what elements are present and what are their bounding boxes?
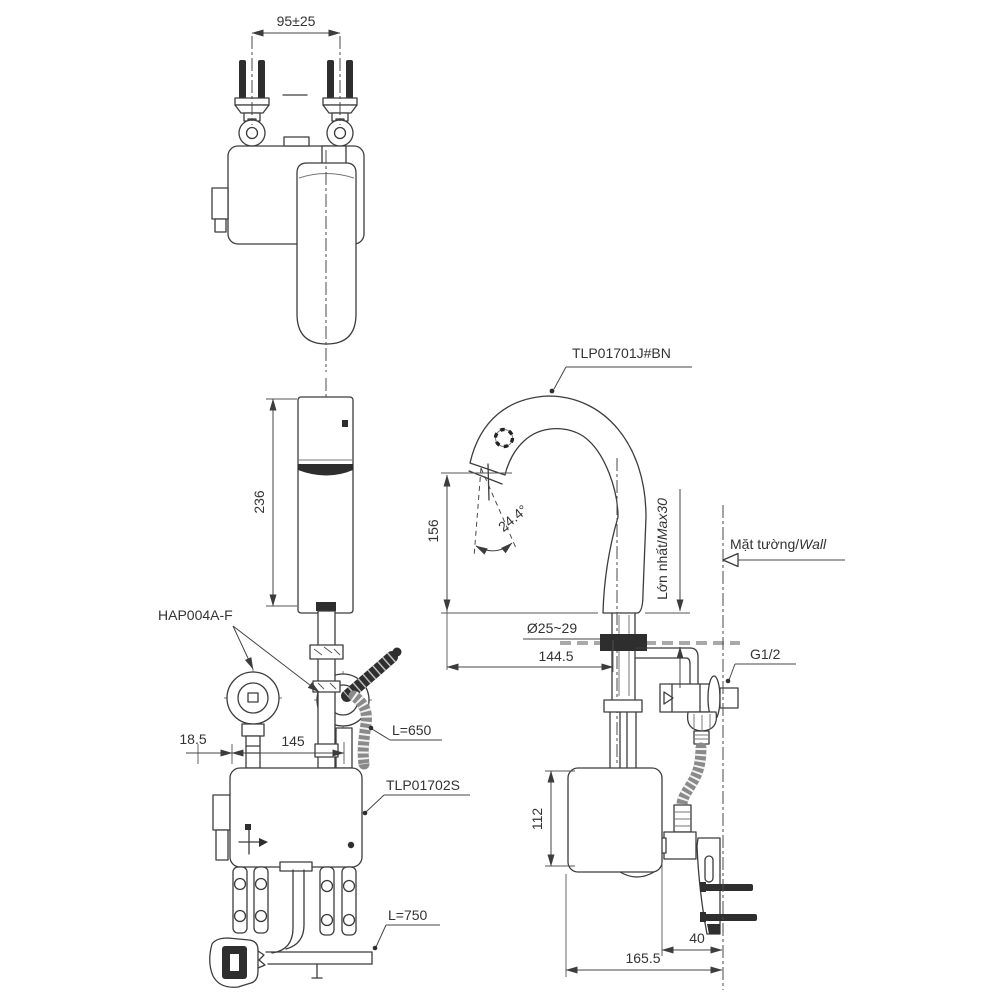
dim-deck-max-text: Lớn nhất/Max30 [654,498,670,600]
hose-tube [319,866,335,936]
dim-bolt-pitch-text: 95±25 [277,13,316,29]
dimension-bolt-pitch: 95±25 [251,13,341,125]
label-thread-size-text: G1/2 [750,646,781,662]
dimension-wall-distance: 165.5 [565,874,723,977]
label-wall-en: Wall [799,536,827,552]
base-gasket [316,602,336,611]
top-view: 95±25 [211,13,365,372]
dim-body-height-text: 236 [251,490,267,514]
g-half-nipple [719,687,739,709]
dimension-body-height: 236 [251,398,297,607]
mounting-bolt-left [234,60,270,147]
anchor-bolt [705,884,753,891]
dim-deck-max-vi: Lớn nhất/ [654,540,670,600]
label-thread-size: G1/2 [725,646,796,684]
label-hose-length: L=650 [368,722,442,741]
supply-pipe [635,647,699,685]
side-view: TLP01701J#BN 156 24.4° Ø25~29 [425,345,845,990]
sensor-window-band [298,464,353,476]
label-wall-vi: Mặt tường/ [730,536,799,552]
wall-stop-valve [659,675,739,745]
anchor-bolt [705,914,757,921]
dim-left-offset-text: 18.5 [179,731,206,747]
dimension-bracket-offset: 40 [661,862,723,956]
label-faucet-model-text: TLP01701J#BN [572,345,671,361]
supply-hoses [232,866,357,936]
hose-tube [232,866,248,934]
dimension-spout-angle: 24.4° [473,463,531,558]
front-view: 236 [158,378,470,988]
dimension-spout-reach: 144.5 [446,640,614,672]
label-hose-length-text: L=650 [392,722,432,738]
dim-hole-diameter-text: Ø25~29 [527,620,577,636]
controller-box-side [567,767,663,878]
label-controller-model-text: TLP01702S [386,777,460,793]
hose-tube [253,866,269,934]
spout-body-top-outline [296,162,357,345]
flexible-hose [341,647,402,770]
label-supply-parts-text: HAP004A-F [158,607,233,623]
water-direction-mark [238,824,268,855]
dim-wall-distance-text: 165.5 [625,950,660,966]
controller-box-side-bracket-step [214,218,227,233]
dimension-spout-height: 156 [425,472,598,670]
controller-box-front [212,767,363,872]
coupler-left [224,669,282,769]
braided-hose-side [656,742,707,860]
label-cord-length-text: L=750 [388,907,428,923]
indicator-mark [342,420,348,427]
dim-spout-height-text: 156 [425,519,441,543]
spout-side-outline [469,395,647,614]
dim-spout-reach-text: 144.5 [538,648,573,664]
dim-controller-height-text: 112 [529,808,545,831]
dim-bracket-offset-text: 40 [689,930,705,946]
hose-tube [341,866,357,936]
label-wall: Mặt tường/Wall [722,536,845,568]
dimension-deck-max: Lớn nhất/Max30 [645,489,690,688]
label-supply-parts: HAP004A-F [158,607,320,693]
controller-box-top-tab [283,136,310,147]
dimension-hole-diameter: Ø25~29 [523,620,600,640]
wall-bracket [696,837,757,935]
spout-body-front-outline [297,396,354,614]
strain-relief [257,950,266,969]
controller-box-side-bracket [211,187,229,220]
label-wall-text: Mặt tường/Wall [730,536,827,552]
dimension-offset-and-pitch: 18.5 145 [179,731,345,764]
label-faucet-model: TLP01701J#BN [549,345,692,394]
wall-open-arrow [722,552,739,568]
dim-deck-max-en: Max30 [654,498,670,540]
screw-dot [347,841,355,849]
sensor-eye-icon [493,427,515,449]
dim-spout-angle-text: 24.4° [495,501,530,534]
power-cord [209,869,373,988]
dimension-controller-height: 112 [529,770,575,867]
label-controller-model: TLP01702S [362,777,470,816]
dim-hole-pitch-text: 145 [281,733,305,749]
label-cord-length: L=750 [372,907,440,951]
shank-side [600,612,647,769]
